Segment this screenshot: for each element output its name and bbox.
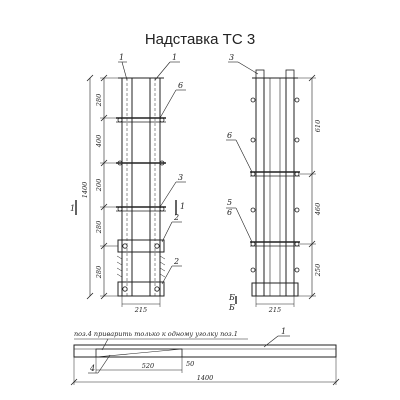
left-overall-tick-bottom xyxy=(86,292,94,300)
left-view: 280 400 200 280 280 1400 215 1 1 1 1 6 3 xyxy=(70,53,186,314)
callout-2a: 2 xyxy=(173,213,179,222)
dim-280-mid: 280 xyxy=(95,221,103,234)
dim-200: 200 xyxy=(95,179,103,192)
left-bottom-plate xyxy=(117,281,165,297)
callout-1b-leader xyxy=(154,61,171,81)
dim-1400-left: 1400 xyxy=(81,182,89,199)
bottom-bar xyxy=(73,344,337,358)
bottom-dim-1400-tick-1 xyxy=(70,378,78,386)
callout-6: 6 xyxy=(178,81,183,90)
callout-1a: 1 xyxy=(119,53,124,62)
callout-6-leader xyxy=(159,89,177,119)
callout-3-leader xyxy=(159,181,177,208)
left-bolt-hole-2 xyxy=(154,286,160,292)
left-weld-marks xyxy=(116,255,166,278)
dim-250: 250 xyxy=(314,264,322,277)
callout-3: 3 xyxy=(178,173,183,182)
bottom-view: поз.4 приварить только к одному уголку п… xyxy=(70,327,340,386)
dim-520: 520 xyxy=(142,362,154,370)
dim-1400-bottom: 1400 xyxy=(197,374,214,382)
right-top-lug-1 xyxy=(255,69,265,79)
bottom-dim-1400-tick-2 xyxy=(332,378,340,386)
right-callout-3: 3 xyxy=(229,53,234,62)
left-overall-tick-top xyxy=(86,74,94,82)
right-top-lug-2 xyxy=(285,69,295,79)
callout-2b-leader xyxy=(161,265,173,285)
left-mid-plate xyxy=(117,239,165,253)
right-callout-56-leader xyxy=(235,207,253,243)
right-bottom-plate xyxy=(251,282,299,297)
right-callout-6b: 6 xyxy=(227,208,232,217)
bottom-callout-1-leader xyxy=(263,335,279,348)
right-cut-b: Б xyxy=(228,293,235,302)
cut-label-right: 1 xyxy=(180,202,185,211)
dim-50: 50 xyxy=(186,360,194,368)
cut-label-left: 1 xyxy=(70,204,75,213)
right-dim-ticks xyxy=(308,74,316,300)
right-callout-3-leader xyxy=(237,61,259,75)
drawing-title: Надставка ТС 3 xyxy=(145,31,255,48)
right-cut-b2: Б xyxy=(228,303,235,312)
dim-215-right: 215 xyxy=(268,306,281,314)
dim-280-top: 280 xyxy=(95,94,103,107)
weld-note: поз.4 приварить только к одному уголку п… xyxy=(74,330,238,338)
callout-1a-leader xyxy=(121,61,128,81)
callout-2a-leader xyxy=(161,221,173,243)
callout-1b: 1 xyxy=(172,53,177,62)
left-dim-ticks xyxy=(100,74,108,300)
left-bolt-hole-3 xyxy=(122,243,128,249)
right-callout-6-leader xyxy=(235,139,253,173)
left-bolt-hole-4 xyxy=(154,243,160,249)
bottom-callout-1: 1 xyxy=(281,327,286,336)
right-callout-5: 5 xyxy=(227,198,232,207)
bottom-callout-4: 4 xyxy=(89,364,95,373)
dim-610: 610 xyxy=(314,120,322,132)
left-bolt-hole-1 xyxy=(122,286,128,292)
bottom-strip xyxy=(95,348,183,358)
right-angle-2 xyxy=(285,77,295,297)
dim-215-left: 215 xyxy=(134,306,147,314)
dim-400: 400 xyxy=(95,135,103,148)
right-callout-6: 6 xyxy=(227,131,232,140)
right-rivets xyxy=(250,97,300,273)
bottom-strip-diagonal xyxy=(95,348,183,358)
dim-280-bottom: 280 xyxy=(95,266,103,279)
left-rivets xyxy=(117,117,165,212)
right-view: 610 460 250 215 3 6 5 6 Б Б xyxy=(226,53,322,314)
dim-460: 460 xyxy=(314,203,322,216)
right-angle-1 xyxy=(255,77,265,297)
callout-2b: 2 xyxy=(173,257,179,266)
